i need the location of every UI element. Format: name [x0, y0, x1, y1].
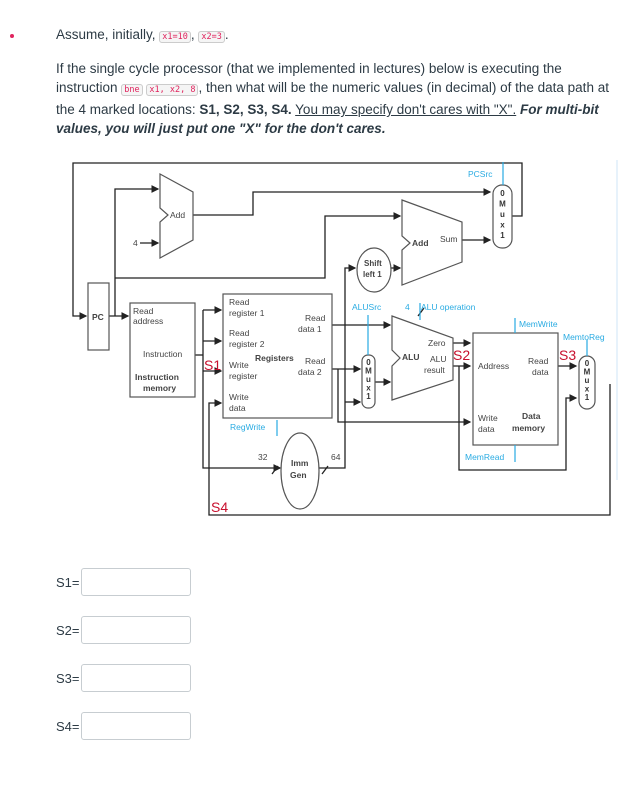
label: Write	[229, 392, 249, 402]
mux-label: x	[366, 384, 371, 393]
code-instr-b: x1, x2, 8	[146, 84, 199, 96]
label: Address	[478, 361, 509, 371]
answer-input-s1[interactable]	[81, 568, 191, 596]
marker-s3: S3	[559, 347, 576, 363]
label: register 2	[229, 339, 265, 349]
mux-label: M	[584, 368, 591, 377]
label: MemtoReg	[563, 332, 605, 342]
label: Read	[305, 356, 326, 366]
answer-label-s2: S2=	[56, 623, 80, 638]
label: memory	[143, 383, 176, 393]
label: Write	[229, 360, 249, 370]
label: ALUSrc	[352, 302, 382, 312]
label: register	[229, 371, 258, 381]
mux-label: 1	[585, 393, 590, 402]
label: Read	[133, 306, 154, 316]
label: Shift	[364, 259, 382, 268]
mux-label: x	[585, 385, 590, 394]
marker-s1: S1	[204, 357, 221, 373]
mux-label: u	[585, 376, 590, 385]
marker-s2: S2	[453, 347, 470, 363]
label: ALU operation	[421, 302, 476, 312]
branch-adder	[401, 199, 463, 286]
pc-feedback-wire	[72, 162, 523, 320]
label: data 1	[298, 324, 322, 334]
code-instr-a: bne	[121, 84, 143, 96]
answer-label-s3: S3=	[56, 671, 80, 686]
add-label: Add	[170, 210, 185, 220]
label: left 1	[363, 270, 382, 279]
label: address	[133, 316, 163, 326]
mux-label: u	[500, 210, 505, 219]
pc-label: PC	[92, 312, 104, 322]
pc-adder	[159, 172, 194, 260]
label: Add	[412, 238, 429, 248]
label: ALU	[430, 354, 447, 364]
marker-s4: S4	[211, 499, 228, 515]
code-x1: x1=10	[159, 31, 191, 43]
label: Zero	[428, 338, 446, 348]
pc-register	[87, 282, 110, 351]
label: Read	[229, 328, 250, 338]
label: data	[229, 403, 246, 413]
label: data	[532, 367, 549, 377]
label: Instruction	[135, 372, 179, 382]
bullet	[10, 34, 14, 38]
mux-label: u	[366, 375, 371, 384]
answer-input-s2[interactable]	[81, 616, 191, 644]
label: Read	[305, 313, 326, 323]
label: ALU	[402, 352, 419, 362]
question-text: If the single cycle processor (that we i…	[56, 61, 609, 136]
label: 64	[331, 452, 341, 462]
label: MemWrite	[519, 319, 558, 329]
datapath-diagram: PC Add 4 Read address Instruction Instru…	[72, 160, 618, 516]
mux-label: 0	[366, 358, 371, 367]
label: Gen	[290, 470, 307, 480]
answer-label-s1: S1=	[56, 575, 80, 590]
answer-input-s3[interactable]	[81, 664, 191, 692]
label: 4	[405, 302, 410, 312]
label: memory	[512, 423, 545, 433]
intro-text: Assume, initially, x1=10, x2=3.	[56, 27, 229, 43]
alu	[391, 315, 454, 401]
mux-label: 1	[366, 392, 371, 401]
label: Imm	[291, 458, 309, 468]
register-file	[222, 293, 333, 419]
label: Data	[522, 411, 541, 421]
label: result	[424, 365, 445, 375]
label: Sum	[440, 234, 457, 244]
shift-left	[356, 247, 392, 293]
label: register 1	[229, 308, 265, 318]
label: PCSrc	[468, 169, 493, 179]
mux-label: x	[500, 221, 505, 230]
label: RegWrite	[230, 422, 266, 432]
label: Instruction	[143, 349, 182, 359]
label: Registers	[255, 353, 294, 363]
label: Read	[229, 297, 250, 307]
imm-gen	[280, 432, 320, 510]
mux-label: M	[499, 200, 506, 209]
data-memory	[472, 332, 559, 446]
mux-label: 0	[500, 189, 505, 198]
mux-label: M	[365, 367, 372, 376]
label: Write	[478, 413, 498, 423]
label: MemRead	[465, 452, 504, 462]
label: data 2	[298, 367, 322, 377]
label: Read	[528, 356, 549, 366]
answer-label-s4: S4=	[56, 719, 80, 734]
mux-label: 1	[500, 231, 505, 240]
label: data	[478, 424, 495, 434]
answer-input-s4[interactable]	[81, 712, 191, 740]
instruction-memory	[129, 302, 196, 398]
label: 32	[258, 452, 268, 462]
code-x2: x2=3	[198, 31, 225, 43]
four-label: 4	[133, 238, 138, 248]
mux-label: 0	[585, 359, 590, 368]
